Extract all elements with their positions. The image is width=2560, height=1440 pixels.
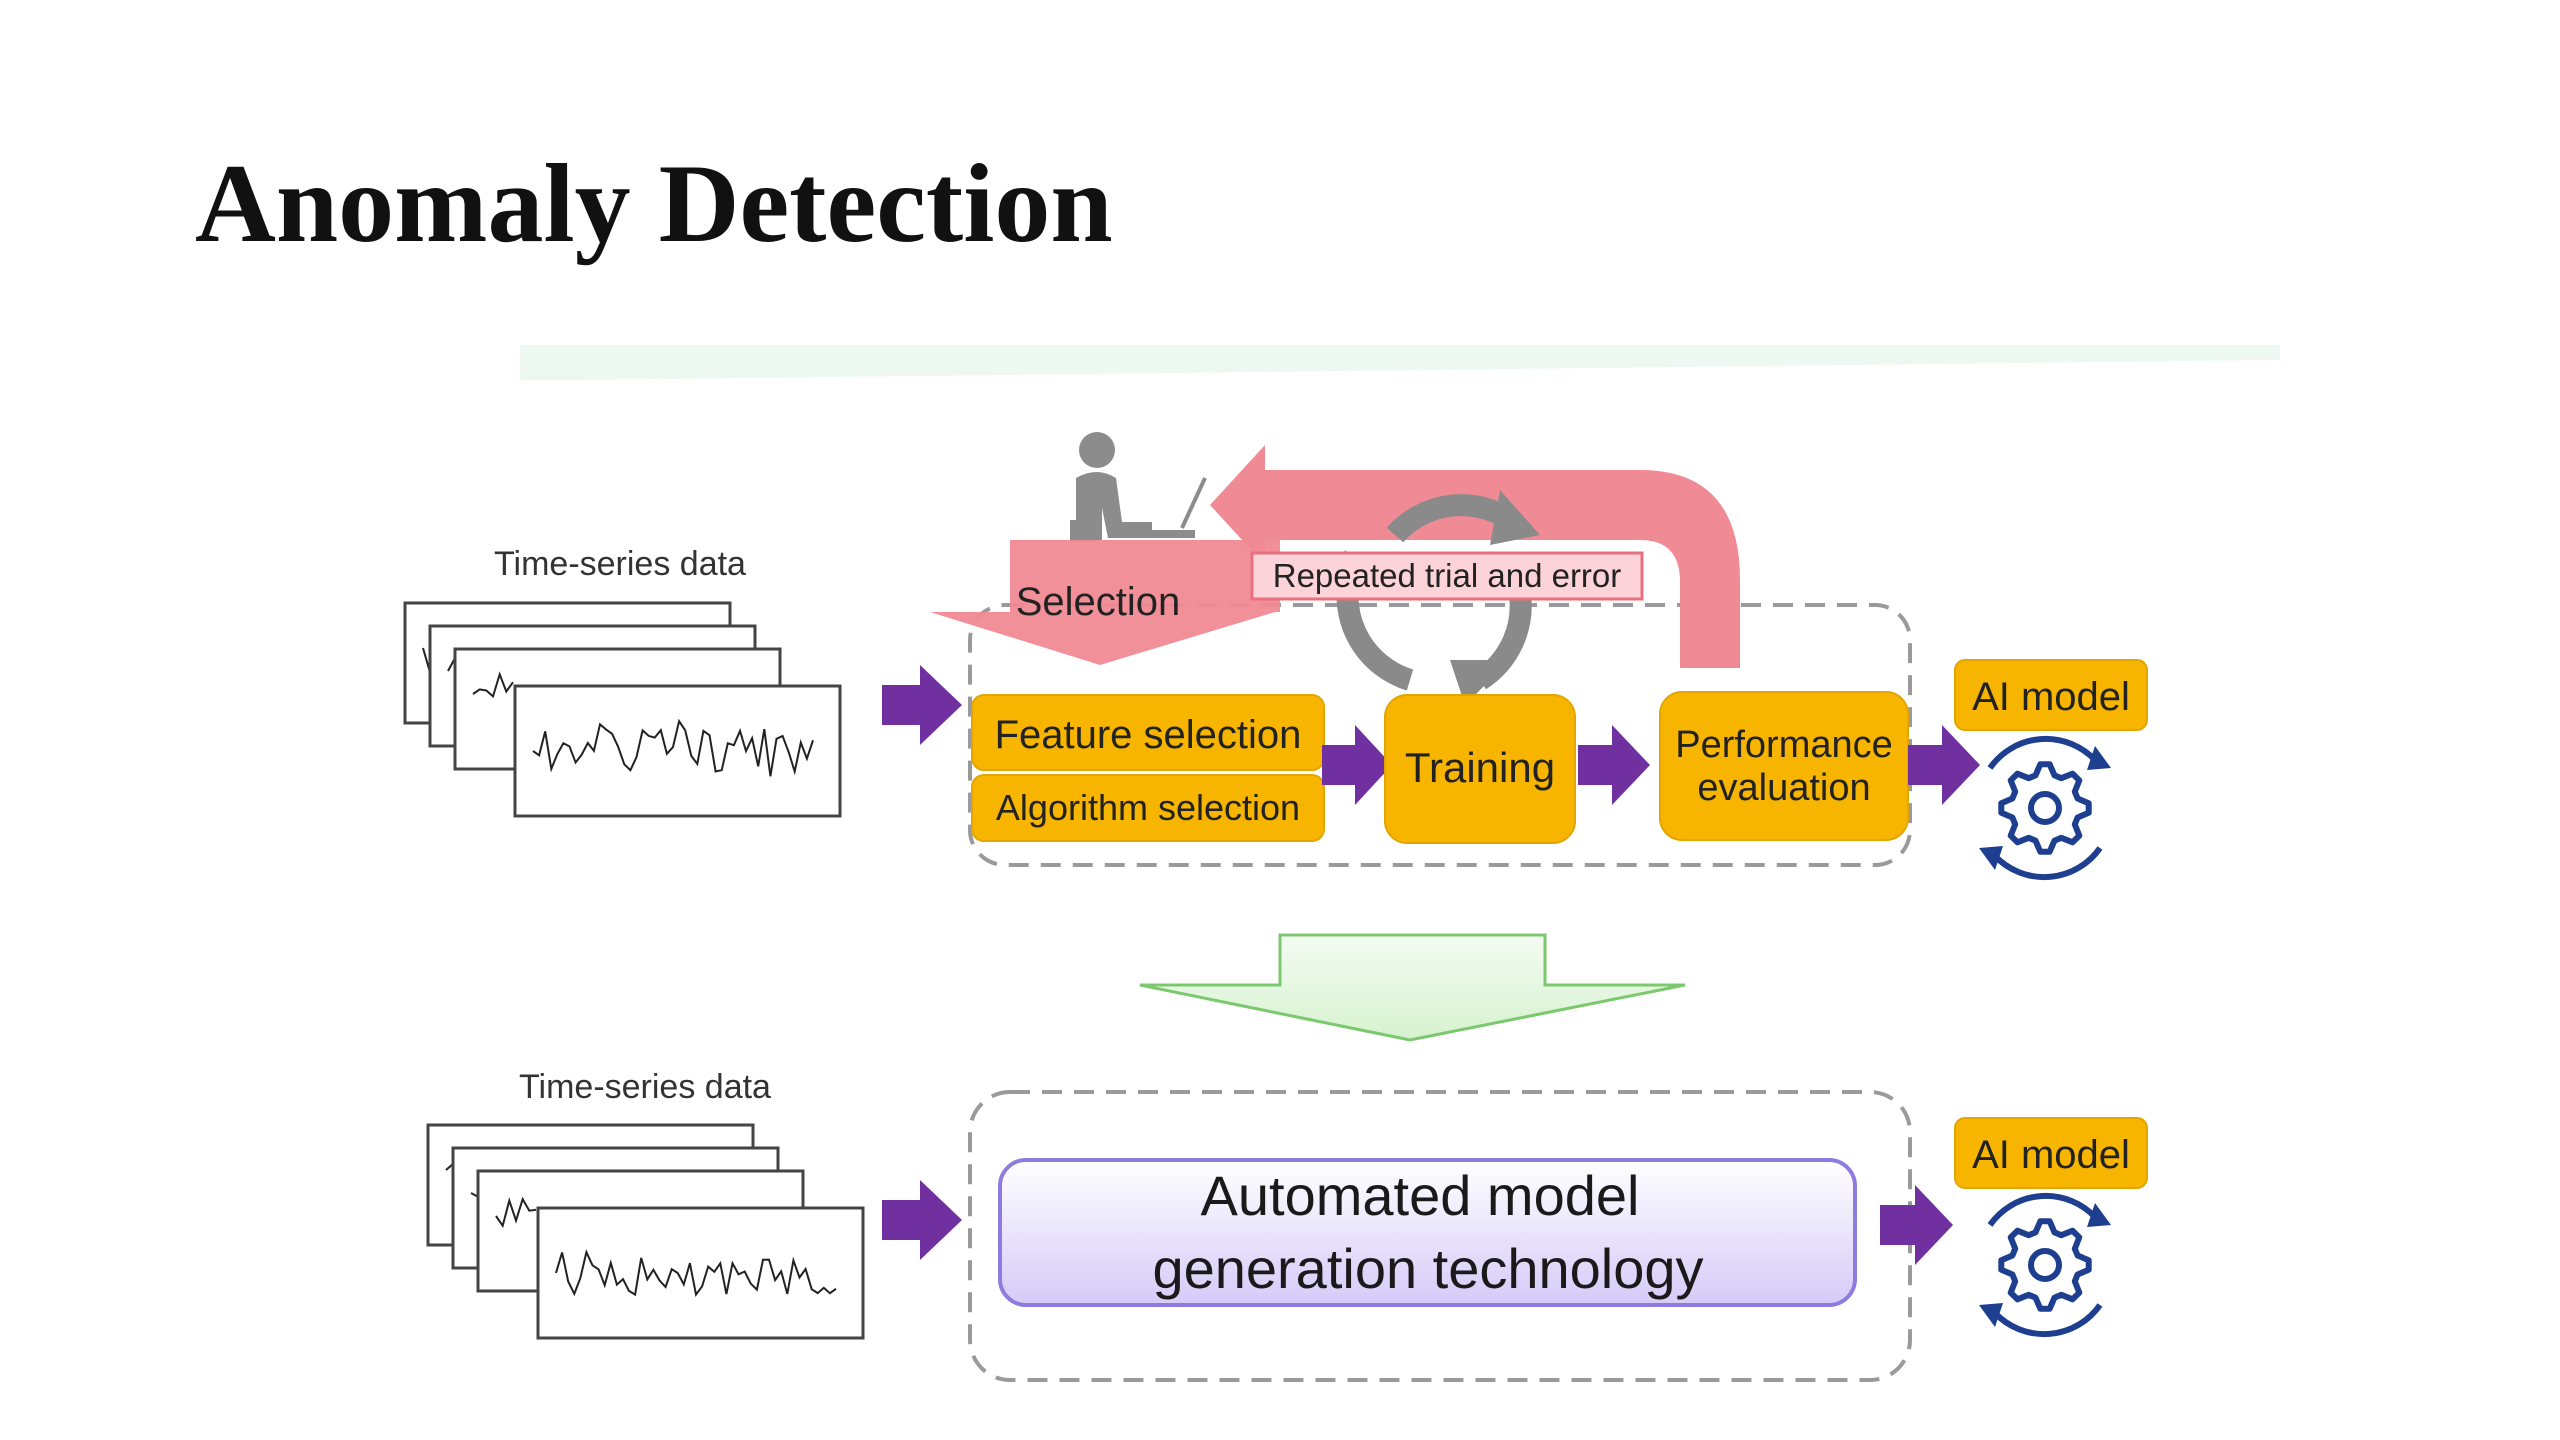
time-series-panel	[536, 1206, 865, 1340]
gear-hub	[2028, 1248, 2062, 1282]
ai-model-label-top: AI model	[1972, 675, 2130, 719]
gear-body	[1998, 761, 2092, 855]
training-box	[1384, 694, 1576, 844]
time-series-stack-bottom	[426, 1123, 865, 1340]
flow-arrow-4	[1908, 725, 1980, 805]
performance-label-line1: Performance	[1675, 724, 1893, 766]
time-series-waveform	[532, 718, 814, 777]
gear-arrow-arc	[1987, 1192, 2098, 1227]
title-divider	[520, 345, 2280, 380]
flow-arrow-5	[882, 1180, 962, 1260]
gear-arrow-arc	[1992, 846, 2103, 881]
automation-label-line2: generation technology	[1152, 1237, 1703, 1300]
automated-model-generation-box	[998, 1158, 1857, 1307]
time-series-stack-top	[403, 601, 842, 818]
flow-arrow-2	[1322, 725, 1392, 805]
automation-label-line1: Automated model	[1201, 1164, 1640, 1227]
algorithm-selection-label: Algorithm selection	[996, 787, 1300, 828]
person-at-computer-icon	[1070, 432, 1207, 542]
gear-icon	[1979, 735, 2111, 881]
algorithm-selection-box	[971, 774, 1325, 842]
feature-selection-box	[971, 694, 1325, 771]
time-series-waveform	[495, 1196, 537, 1229]
time-series-waveform	[472, 671, 514, 699]
trial-error-loop-arrow	[1210, 445, 1740, 668]
gear-arrow-arc	[1992, 1303, 2103, 1338]
gear-arrow-arc	[1987, 735, 2098, 770]
feature-selection-label: Feature selection	[995, 713, 1302, 757]
slide-title: Anomaly Detection	[195, 142, 1113, 266]
flow-arrow-1	[882, 665, 962, 745]
gear-arrow-head	[1979, 1303, 2003, 1327]
ai-model-badge-top	[1954, 659, 2148, 731]
selection-arrow	[930, 540, 1280, 665]
flow-arrow-6	[1880, 1185, 1953, 1265]
training-label: Training	[1405, 744, 1555, 791]
trial-error-label-box	[1250, 551, 1644, 601]
performance-evaluation-box	[1659, 691, 1909, 841]
gear-arrow-head	[2087, 746, 2111, 770]
gear-arrow-head	[1979, 846, 2003, 870]
performance-label-line2: evaluation	[1697, 767, 1870, 809]
gear-icon	[1979, 1192, 2111, 1338]
gear-arrow-head	[2087, 1203, 2111, 1227]
ai-model-label-bottom: AI model	[1972, 1133, 2130, 1177]
time-series-waveform	[555, 1249, 837, 1298]
gear-body	[1998, 1218, 2092, 1312]
trial-error-label: Repeated trial and error	[1273, 557, 1622, 594]
bottom-input-label: Time-series data	[519, 1068, 771, 1106]
flow-arrow-3	[1578, 725, 1650, 805]
gear-hub	[2028, 791, 2062, 825]
top-input-label: Time-series data	[494, 545, 746, 583]
process-region-top	[968, 603, 1912, 867]
selection-label: Selection	[1016, 580, 1181, 624]
ai-model-badge-bottom	[1954, 1117, 2148, 1189]
transition-down-arrow	[1139, 933, 1686, 1042]
time-series-panel	[513, 684, 842, 818]
